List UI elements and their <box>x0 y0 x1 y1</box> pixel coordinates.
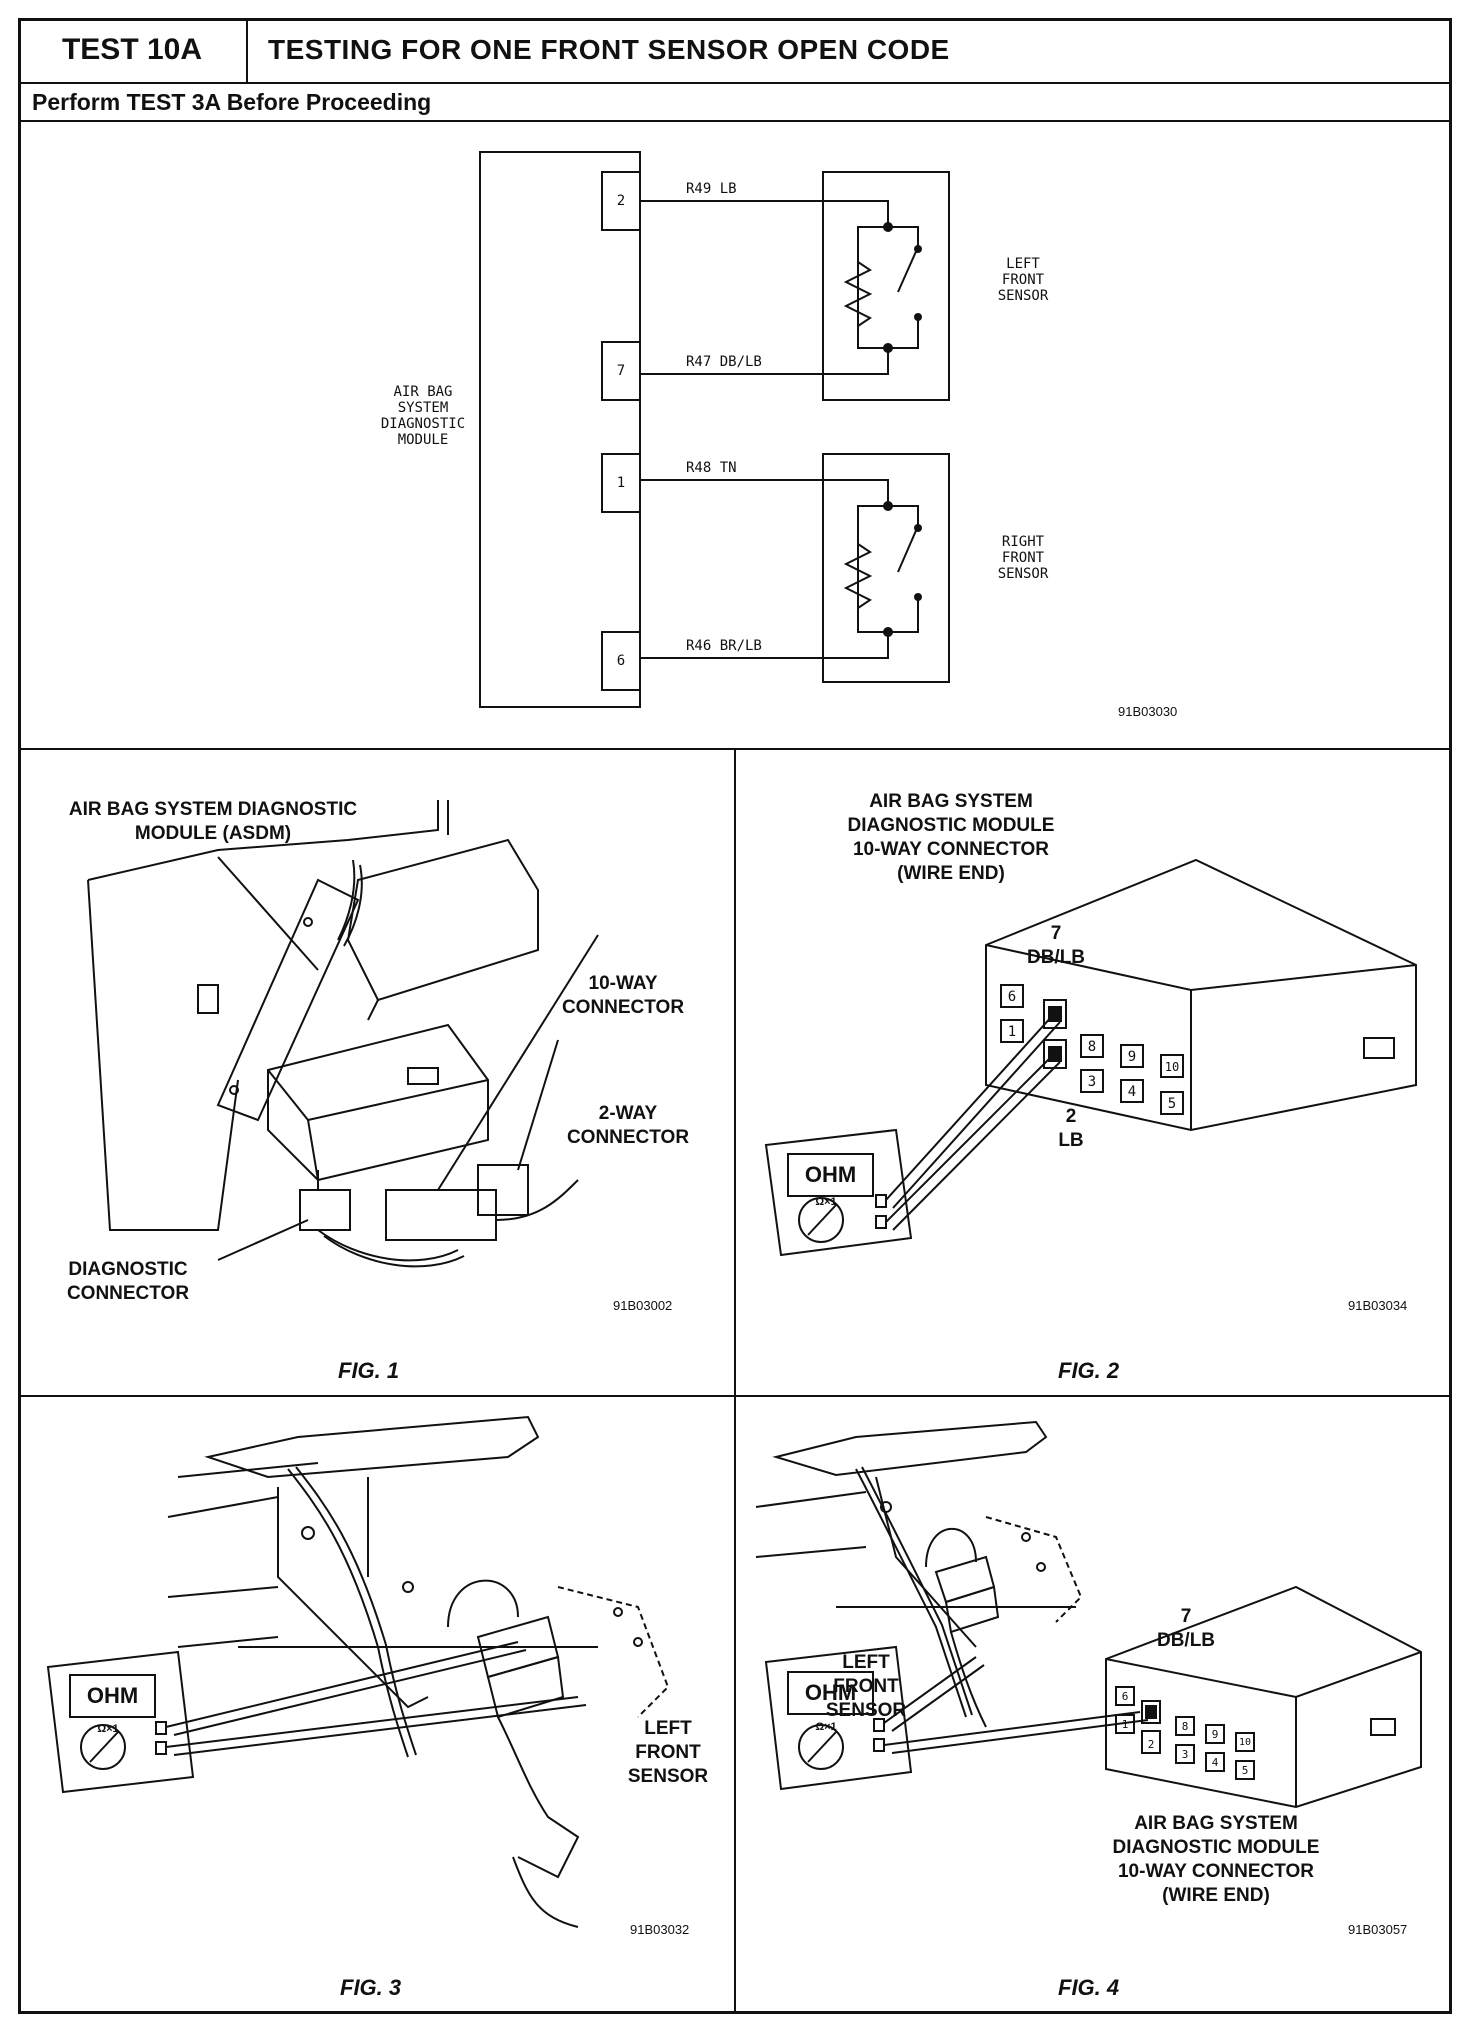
fig4-pin-2: 2 <box>1147 1738 1155 1751</box>
fig2-pin7-label: 7 DB/LB <box>1026 923 1086 968</box>
fig1-asdm-label: AIR BAG SYSTEM DIAGNOSTIC MODULE (ASDM) <box>68 799 358 844</box>
fig3-panel: LEFT FRONT SENSOR OHM Ω×1 91B03032 FIG. … <box>18 1397 734 2014</box>
fig1-diag-label: DIAGNOSTIC CONNECTOR <box>66 1259 190 1304</box>
wire-label-r48: R48 TN <box>686 460 737 476</box>
fig2-panel: AIR BAG SYSTEM DIAGNOSTIC MODULE 10-WAY … <box>736 750 1452 1395</box>
right-sensor-box <box>822 453 950 683</box>
fig3-code: 91B03032 <box>630 1922 690 1937</box>
fig1-bracket <box>216 878 360 1122</box>
fig3-illustration <box>46 1415 670 1928</box>
left-sensor-label: LEFT FRONT SENSOR <box>997 256 1049 304</box>
fig2-meter-display: OHM <box>804 1162 857 1187</box>
fig2-meter-range: Ω×1 <box>815 1196 837 1208</box>
fig2-pin-9: 9 <box>1127 1049 1137 1065</box>
fig4-housing <box>1105 1585 1422 1809</box>
left-resistor-zigzag <box>843 252 873 336</box>
fig3-caption: FIG. 3 <box>340 1975 402 2000</box>
fig2-meter <box>764 1128 913 1257</box>
fig4-illustration <box>755 1420 1422 1809</box>
fig4-pin-5: 5 <box>1241 1764 1249 1777</box>
fig2-housing <box>985 858 1417 1132</box>
fig2-pin-6: 6 <box>1007 989 1017 1005</box>
fig1-diag-conn <box>299 1189 351 1231</box>
fig2-pin-5: 5 <box>1167 1096 1177 1112</box>
right-resistor-zigzag <box>843 534 873 618</box>
fig4-pin-10: 10 <box>1238 1737 1252 1748</box>
test-note: Perform TEST 3A Before Proceeding <box>32 89 432 115</box>
fig4-pin-6: 6 <box>1121 1690 1129 1703</box>
fig4-pin7-label: 7 DB/LB <box>1156 1606 1216 1651</box>
fig4-meter-range: Ω×1 <box>815 1721 837 1733</box>
pin-label-2: 2 <box>616 193 626 209</box>
fig3-meter <box>46 1650 195 1794</box>
pin-label-6: 6 <box>616 653 626 669</box>
fig4-pin-3: 3 <box>1181 1748 1189 1761</box>
fig4-pin-4: 4 <box>1211 1756 1219 1769</box>
wire-label-r49: R49 LB <box>686 181 737 197</box>
fig2-pin-4: 4 <box>1127 1084 1137 1100</box>
fig2-pin-3: 3 <box>1087 1074 1097 1090</box>
left-switch <box>897 246 919 293</box>
fig2-code: 91B03034 <box>1348 1298 1408 1313</box>
schematic-diagram <box>479 151 950 708</box>
schematic-code: 91B03030 <box>1118 704 1178 719</box>
test-title: TESTING FOR ONE FRONT SENSOR OPEN CODE <box>268 34 950 65</box>
test-id: TEST 10A <box>18 18 248 82</box>
fig1-caption: FIG. 1 <box>338 1358 400 1383</box>
fig4-caption: FIG. 4 <box>1058 1975 1120 2000</box>
fig2-pin-8: 8 <box>1087 1039 1097 1055</box>
asdm-label: AIR BAG SYSTEM DIAGNOSTIC MODULE <box>380 384 466 448</box>
pin-label-1: 1 <box>616 475 626 491</box>
fig3-meter-range: Ω×1 <box>97 1723 119 1735</box>
pin-box-7 <box>601 341 641 401</box>
right-sensor-label: RIGHT FRONT SENSOR <box>997 534 1049 582</box>
fig1-module <box>267 1023 489 1182</box>
schematic-panel: 2 7 1 6 R49 LB R47 DB/LB R48 TN R46 BR/L… <box>18 122 1452 748</box>
fig2-illustration <box>764 858 1417 1257</box>
fig3-sensor-label: LEFT FRONT SENSOR <box>627 1718 709 1787</box>
fig2-pin2-label: 2 LB <box>1058 1106 1084 1151</box>
fig1-illustration <box>87 800 599 1268</box>
right-switch <box>897 525 919 573</box>
fig1-2way <box>477 1164 529 1216</box>
pin-label-7: 7 <box>616 363 626 379</box>
fig4-fender <box>772 1420 1048 1477</box>
fig3-meter-display: OHM <box>86 1683 139 1708</box>
fig2-connector-label: AIR BAG SYSTEM DIAGNOSTIC MODULE 10-WAY … <box>847 791 1055 884</box>
fig4-pin-8: 8 <box>1181 1720 1189 1733</box>
left-sensor-box <box>822 171 950 401</box>
right-resistor-frame <box>857 505 888 633</box>
pin-box-1 <box>601 453 641 513</box>
pin-box-6 <box>601 631 641 691</box>
test-note-row: Perform TEST 3A Before Proceeding <box>18 84 1452 122</box>
left-resistor-frame <box>857 226 888 349</box>
asdm-box <box>479 151 641 708</box>
fig2-pin-10: 10 <box>1164 1060 1180 1074</box>
fig4-sensor-label: LEFT FRONT SENSOR <box>825 1652 907 1721</box>
fig1-10way-label: 10-WAY CONNECTOR <box>561 973 685 1018</box>
fig4-connector-label: AIR BAG SYSTEM DIAGNOSTIC MODULE 10-WAY … <box>1112 1813 1320 1906</box>
wire-label-r47: R47 DB/LB <box>686 354 762 370</box>
fig4-meter-display: OHM <box>804 1680 857 1705</box>
fig4-panel: LEFT FRONT SENSOR 7 DB/LB AIR BAG SYSTEM… <box>736 1397 1452 2014</box>
fig2-caption: FIG. 2 <box>1058 1358 1120 1383</box>
wire-label-r46: R46 BR/LB <box>686 638 762 654</box>
fig2-pin-1: 1 <box>1007 1024 1017 1040</box>
divider-vertical <box>734 748 736 2014</box>
fig4-meter <box>764 1645 913 1791</box>
fig3-fender <box>204 1415 540 1479</box>
fig1-code: 91B03002 <box>613 1298 673 1313</box>
fig1-2way-label: 2-WAY CONNECTOR <box>566 1103 690 1148</box>
fig4-code: 91B03057 <box>1348 1922 1408 1937</box>
fig1-panel: AIR BAG SYSTEM DIAGNOSTIC MODULE (ASDM) … <box>18 750 734 1395</box>
fig4-pin-9: 9 <box>1211 1728 1219 1741</box>
test-header: TEST 10A TESTING FOR ONE FRONT SENSOR OP… <box>18 18 1452 84</box>
fig4-pin-1: 1 <box>1121 1718 1129 1731</box>
